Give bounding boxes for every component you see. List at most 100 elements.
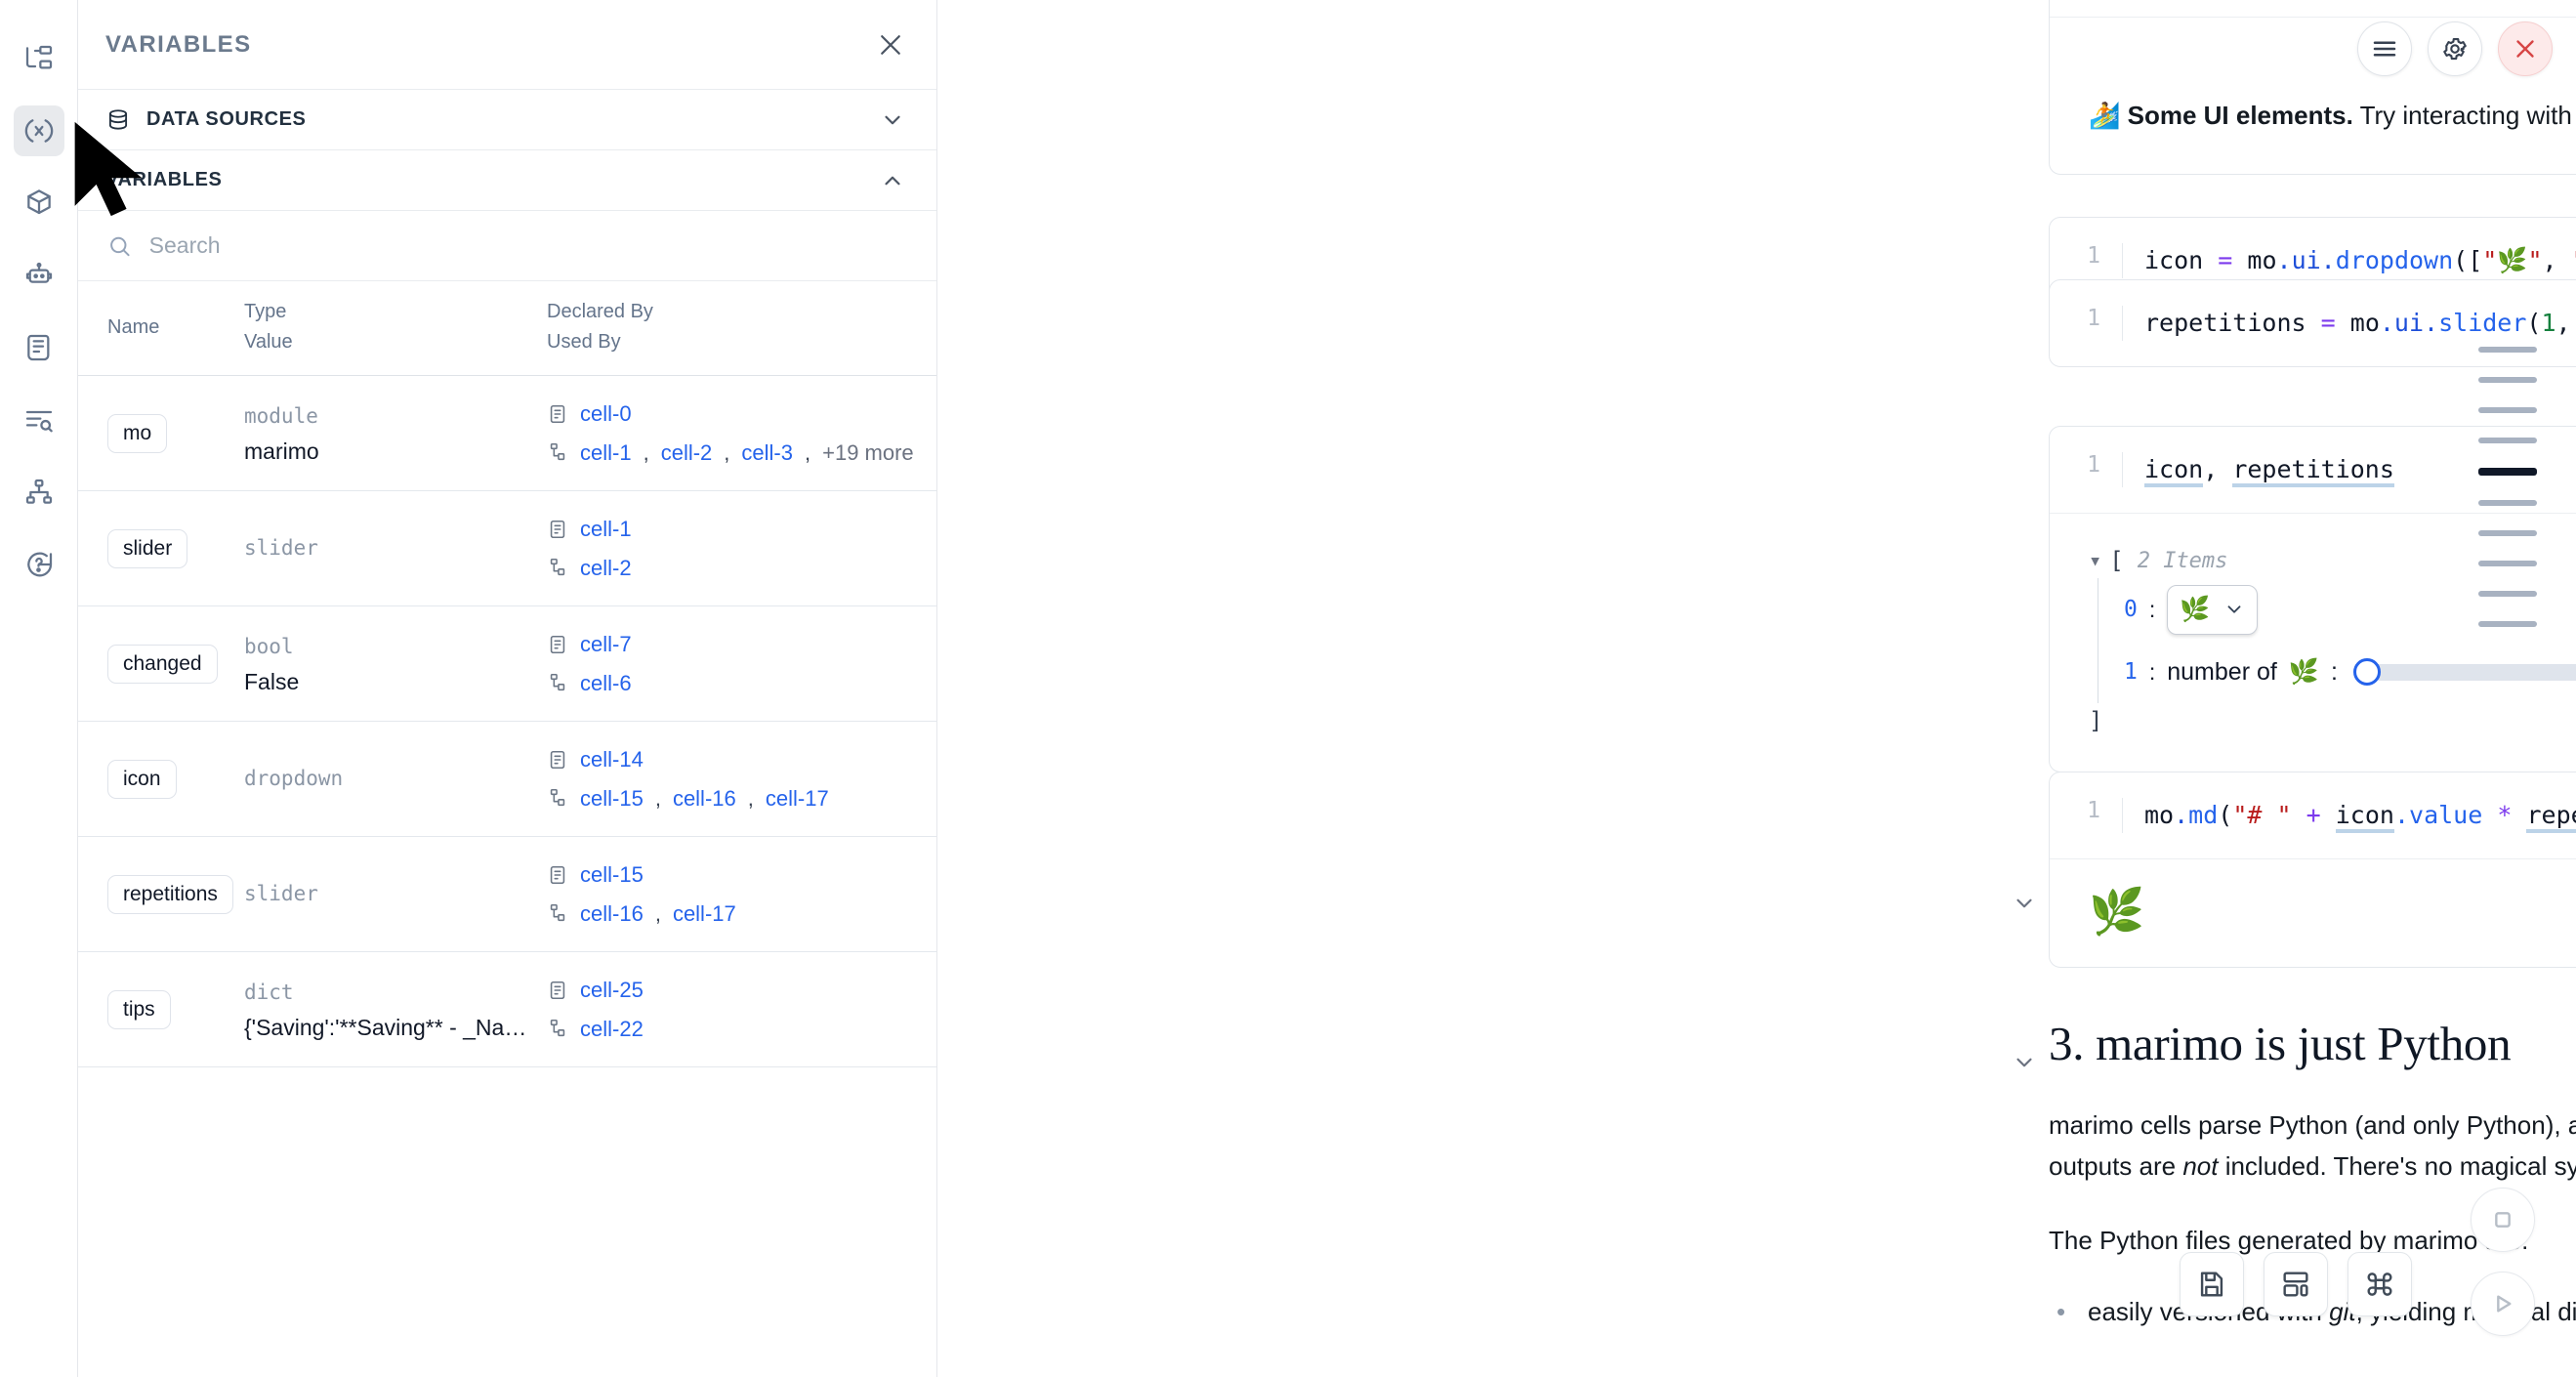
cell-link[interactable]: cell-25 xyxy=(580,977,644,1002)
minimap[interactable] xyxy=(2478,347,2537,627)
fold-chevron-icon[interactable] xyxy=(2012,891,2037,916)
command-icon[interactable] xyxy=(2347,1252,2412,1316)
used-by-more[interactable]: +19 more xyxy=(822,439,914,465)
cell-link[interactable]: cell-15 xyxy=(580,785,644,811)
cell-link[interactable]: cell-17 xyxy=(765,785,829,811)
cell-link[interactable]: cell-16 xyxy=(672,785,736,811)
minimap-mark[interactable] xyxy=(2478,591,2537,597)
menu-icon[interactable] xyxy=(2357,21,2412,76)
cell-link[interactable]: cell-2 xyxy=(580,555,632,580)
minimap-mark[interactable] xyxy=(2478,500,2537,506)
cell-link[interactable]: cell-15 xyxy=(580,861,644,887)
cell-code-row[interactable]: 1 icon, repetitions xyxy=(2050,427,2576,513)
cell-link[interactable]: cell-16 xyxy=(580,900,644,926)
stop-icon[interactable] xyxy=(2471,1188,2535,1252)
cell-link[interactable]: cell-0 xyxy=(580,400,632,426)
cell-icon xyxy=(550,981,565,999)
cell-link[interactable]: cell-7 xyxy=(580,631,632,656)
minimap-mark[interactable] xyxy=(2478,438,2537,443)
cell-icon xyxy=(550,750,565,769)
cell-link[interactable]: cell-1 xyxy=(580,516,632,541)
variable-name-chip[interactable]: repetitions xyxy=(107,874,233,914)
cell-link[interactable]: cell-14 xyxy=(580,746,644,772)
bracket-close: ] xyxy=(2089,707,2103,735)
minimap-mark[interactable] xyxy=(2478,407,2537,413)
declared-by-line: cell-14 xyxy=(547,740,921,779)
header-used-by: Used By xyxy=(547,331,621,353)
used-by-line: cell-6 xyxy=(547,664,921,703)
markdown-emoji-output: 🌿 xyxy=(2089,886,2145,938)
tree-header[interactable]: ▾ [ 2 Items xyxy=(2089,543,2576,578)
cell-link[interactable]: cell-17 xyxy=(672,900,736,926)
cell-code-row[interactable]: 1 icon = mo.ui.dropdown(["🌿", "🏄", "✨"],… xyxy=(2050,218,2576,304)
cell-link[interactable]: cell-22 xyxy=(580,1016,644,1041)
minimap-mark[interactable] xyxy=(2478,621,2537,627)
section-label: VARIABLES xyxy=(105,169,223,190)
icon-rail xyxy=(0,0,78,1377)
variable-name-chip[interactable]: slider xyxy=(107,528,188,568)
package-icon[interactable] xyxy=(14,178,64,229)
code-text[interactable]: icon, repetitions xyxy=(2122,452,2576,488)
variable-value: {'Saving':'**Saving** - _Na… xyxy=(244,1014,527,1040)
variable-name-chip[interactable]: tips xyxy=(107,989,171,1029)
cell-code-row[interactable]: 1 repetitions = mo.ui.slider(1, 16, labe… xyxy=(2050,280,2576,366)
fold-chevron-icon[interactable] xyxy=(2012,1050,2037,1075)
minimap-mark[interactable] xyxy=(2478,377,2537,383)
section-variables[interactable]: VARIABLES xyxy=(78,150,936,211)
code-text[interactable]: icon = mo.ui.dropdown(["🌿", "🏄", "✨"], v… xyxy=(2122,243,2576,279)
save-icon[interactable] xyxy=(2180,1252,2244,1316)
cell-code-row[interactable]: 1 """🏄 Some UI elements.""" Try interact… xyxy=(2050,0,2576,17)
bottom-round-controls xyxy=(2471,1188,2535,1336)
dropdown-value: 🌿 xyxy=(2180,595,2211,623)
variables-icon[interactable] xyxy=(13,105,64,156)
minimap-mark[interactable] xyxy=(2478,347,2537,353)
close-icon[interactable] xyxy=(876,30,905,60)
gear-icon[interactable] xyxy=(2428,21,2482,76)
declared-by-line: cell-1 xyxy=(547,510,921,549)
dropdown-widget[interactable]: 🌿 xyxy=(2167,584,2259,635)
item-key: 0 xyxy=(2124,597,2138,622)
slider-handle[interactable] xyxy=(2352,658,2381,687)
reference-icon xyxy=(550,904,565,922)
cell-markdown-top: 1 """🏄 Some UI elements.""" Try interact… xyxy=(2049,0,2576,175)
run-icon[interactable] xyxy=(2471,1272,2535,1336)
minimap-mark[interactable] xyxy=(2478,468,2537,476)
search-input[interactable] xyxy=(148,232,905,259)
help-icon[interactable] xyxy=(14,539,64,590)
section-data-sources[interactable]: DATA SOURCES xyxy=(78,90,936,150)
cell-link[interactable]: cell-6 xyxy=(580,670,632,695)
dependency-graph-icon[interactable] xyxy=(14,467,64,518)
cell-link[interactable]: cell-3 xyxy=(741,439,793,465)
code-text[interactable]: mo.md("# " + icon.value * repetitions.va… xyxy=(2122,798,2576,834)
line-number: 1 xyxy=(2087,306,2100,331)
cell-code-row[interactable]: 1 mo.md("# " + icon.value * repetitions.… xyxy=(2050,772,2576,858)
minimap-mark[interactable] xyxy=(2478,561,2537,566)
close-icon[interactable] xyxy=(2498,21,2553,76)
layout-icon[interactable] xyxy=(2264,1252,2328,1316)
chevron-down-icon[interactable]: ▾ xyxy=(2089,548,2102,573)
cell-link[interactable]: cell-2 xyxy=(660,439,713,465)
database-icon xyxy=(108,108,128,130)
logs-search-icon[interactable] xyxy=(14,395,64,445)
variable-name-chip[interactable]: mo xyxy=(107,413,168,453)
robot-icon[interactable] xyxy=(14,250,64,301)
variable-name-chip[interactable]: icon xyxy=(107,759,177,799)
minimap-mark[interactable] xyxy=(2478,530,2537,536)
slider-track[interactable] xyxy=(2371,663,2576,681)
section-paragraph-1: marimo cells parse Python (and only Pyth… xyxy=(2049,1105,2576,1187)
scroll-icon[interactable] xyxy=(14,322,64,373)
code-text[interactable]: repetitions = mo.ui.slider(1, 16, label=… xyxy=(2122,306,2576,342)
file-tree-icon[interactable] xyxy=(14,33,64,84)
section-paragraph-2: The Python files generated by marimo are… xyxy=(2049,1226,2529,1256)
variable-name-chip[interactable]: changed xyxy=(107,644,218,684)
cell-link[interactable]: cell-1 xyxy=(580,439,632,465)
slider-widget[interactable] xyxy=(2352,658,2576,687)
